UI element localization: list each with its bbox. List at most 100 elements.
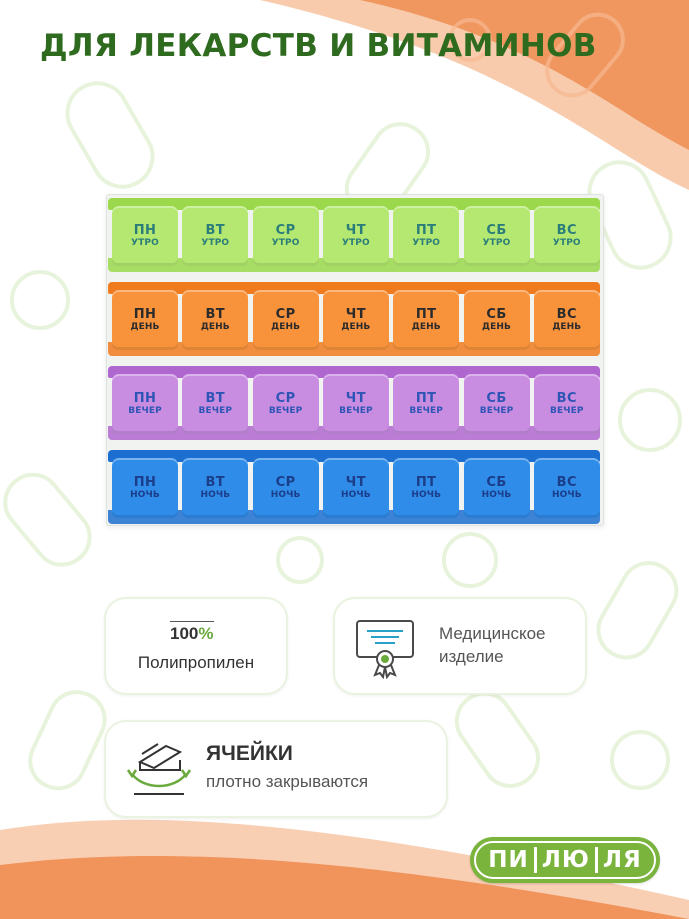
medical-label: Медицинское изделие — [439, 623, 546, 669]
cell-day-label: ВС — [556, 222, 577, 238]
cell-day-label: ПН — [133, 390, 157, 406]
cell-day-label: ЧТ — [345, 306, 366, 322]
brand-separator — [533, 847, 537, 873]
cells-subtitle: плотно закрываются — [206, 772, 369, 791]
cell-day-label: СР — [275, 222, 296, 238]
cell-time-label: ВЕЧЕР — [550, 405, 584, 416]
cell-day-label: ПТ — [415, 306, 437, 322]
cell-time-label: УТРО — [552, 237, 581, 248]
cell-day-label: ВТ — [205, 306, 226, 322]
cells-title: ЯЧЕЙКИ — [206, 742, 293, 765]
cell-time-label: ДЕНЬ — [411, 321, 441, 332]
cell-day-label: СР — [275, 390, 296, 406]
cell-time-label: ВЕЧЕР — [198, 405, 233, 416]
cells-badge: ЯЧЕЙКИ плотно закрываются — [104, 720, 448, 818]
cell-time-label: ДЕНЬ — [200, 321, 230, 332]
cell-day-label: СБ — [486, 306, 507, 322]
medical-badge: Медицинское изделие — [333, 597, 587, 695]
cell-day-label: ЧТ — [345, 222, 366, 238]
cell-time-label: ВЕЧЕР — [409, 405, 443, 416]
cell-time-label: ВЕЧЕР — [128, 405, 162, 416]
cell-time-label: ВЕЧЕР — [268, 405, 303, 416]
brand-part-2: ЛЮ — [541, 847, 590, 873]
cell-day-label: ВТ — [205, 222, 226, 238]
cell-time-label: УТРО — [412, 237, 441, 248]
cell-time-label: ДЕНЬ — [271, 321, 301, 332]
cell-time-label: УТРО — [131, 237, 159, 248]
cell-time-label: УТРО — [482, 237, 511, 248]
brand-logo-border — [474, 841, 656, 879]
cell-time-label: ВЕЧЕР — [339, 405, 373, 416]
medical-label-line1: Медицинское — [439, 624, 546, 643]
cell-day-label: ЧТ — [345, 390, 366, 406]
cell-time-label: НОЧЬ — [481, 489, 512, 500]
cell-day-label: ВС — [556, 390, 577, 406]
cell-time-label: ДЕНЬ — [130, 321, 160, 332]
cell-time-label: ДЕНЬ — [482, 321, 511, 332]
brand-part-3: ЛЯ — [602, 847, 642, 873]
cell-time-label: НОЧЬ — [551, 489, 582, 500]
cell-time-label: НОЧЬ — [411, 489, 442, 500]
cell-day-label: ПН — [133, 306, 157, 322]
material-percent: 100% — [170, 621, 214, 644]
cell-day-label: СР — [275, 474, 296, 490]
cell-day-label: ВС — [556, 306, 577, 322]
material-label: Полипропилен — [137, 653, 255, 672]
cell-day-label: ПТ — [415, 474, 437, 490]
cell-time-label: НОЧЬ — [200, 489, 231, 500]
cell-day-label: СБ — [486, 222, 507, 238]
cell-day-label: ПТ — [415, 390, 437, 406]
cell-time-label: ВЕЧЕР — [479, 405, 514, 416]
cell-time-label: ДЕНЬ — [341, 321, 371, 332]
cell-time-label: НОЧЬ — [130, 489, 160, 500]
cell-day-label: ПТ — [415, 222, 437, 238]
material-percent-number: 100 — [170, 624, 199, 643]
cell-day-label: ВС — [556, 474, 577, 490]
cell-time-label: НОЧЬ — [341, 489, 371, 500]
closing-box-icon — [126, 743, 192, 795]
cell-day-label: СБ — [486, 390, 507, 406]
cell-day-label: ПН — [133, 222, 157, 238]
brand-logo: ПИ ЛЮ ЛЯ — [470, 837, 660, 883]
cell-day-label: ВТ — [205, 474, 226, 490]
cell-day-label: ЧТ — [345, 474, 366, 490]
cell-time-label: УТРО — [201, 237, 230, 248]
cell-time-label: УТРО — [271, 237, 300, 248]
material-percent-sign: % — [198, 624, 214, 643]
certificate-icon — [356, 620, 414, 679]
cell-time-label: НОЧЬ — [270, 489, 301, 500]
medical-label-line2: изделие — [439, 646, 504, 666]
brand-part-1: ПИ — [488, 847, 529, 873]
